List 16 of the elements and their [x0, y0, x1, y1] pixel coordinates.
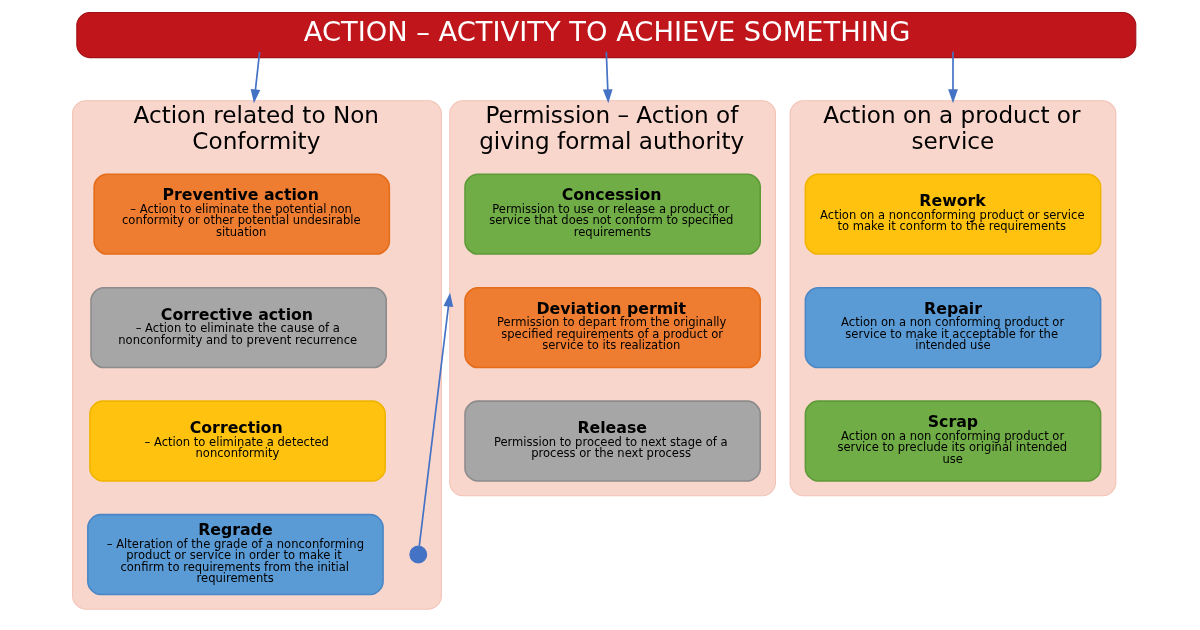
node-box: Concession Permission to use or release a product or service that does not conform to specified requirements: [464, 173, 761, 255]
node-box: Rework Action on a nonconforming product or service to make it conform to the requirements: [804, 173, 1102, 255]
node-box: Scrap Action on a non conforming product or service to preclude its original intended use: [804, 400, 1102, 482]
arrow: [250, 51, 261, 104]
arrow: [418, 292, 454, 547]
node-box: Corrective action – Action to eliminate the cause of a nonconformity and to prevent recurrence: [90, 286, 387, 369]
node-box: ACTION – ACTIVITY TO ACHIEVE SOMETHING: [76, 11, 1137, 59]
node-box: Preventive action – Action to eliminate the potential non conformity or other potential undesirable situation: [93, 173, 391, 255]
arrow: [602, 51, 613, 104]
arrow: [948, 51, 958, 104]
node-box: Release Permission to proceed to next stage of a process or the next process: [464, 400, 761, 482]
node-box: Regrade – Alteration of the grade of a nonconforming product or service in order to make it confirm to requirements from the initial requirements: [87, 513, 384, 596]
node-box: Repair Action on a non conforming product or service to make it acceptable for the intended use: [804, 286, 1102, 369]
node-circle: [409, 545, 428, 564]
node-box: Deviation permit Permission to depart from the originally specified requirements of a product or service to its realization: [464, 286, 761, 369]
node-box: Correction – Action to eliminate a detected nonconformity: [89, 400, 386, 482]
